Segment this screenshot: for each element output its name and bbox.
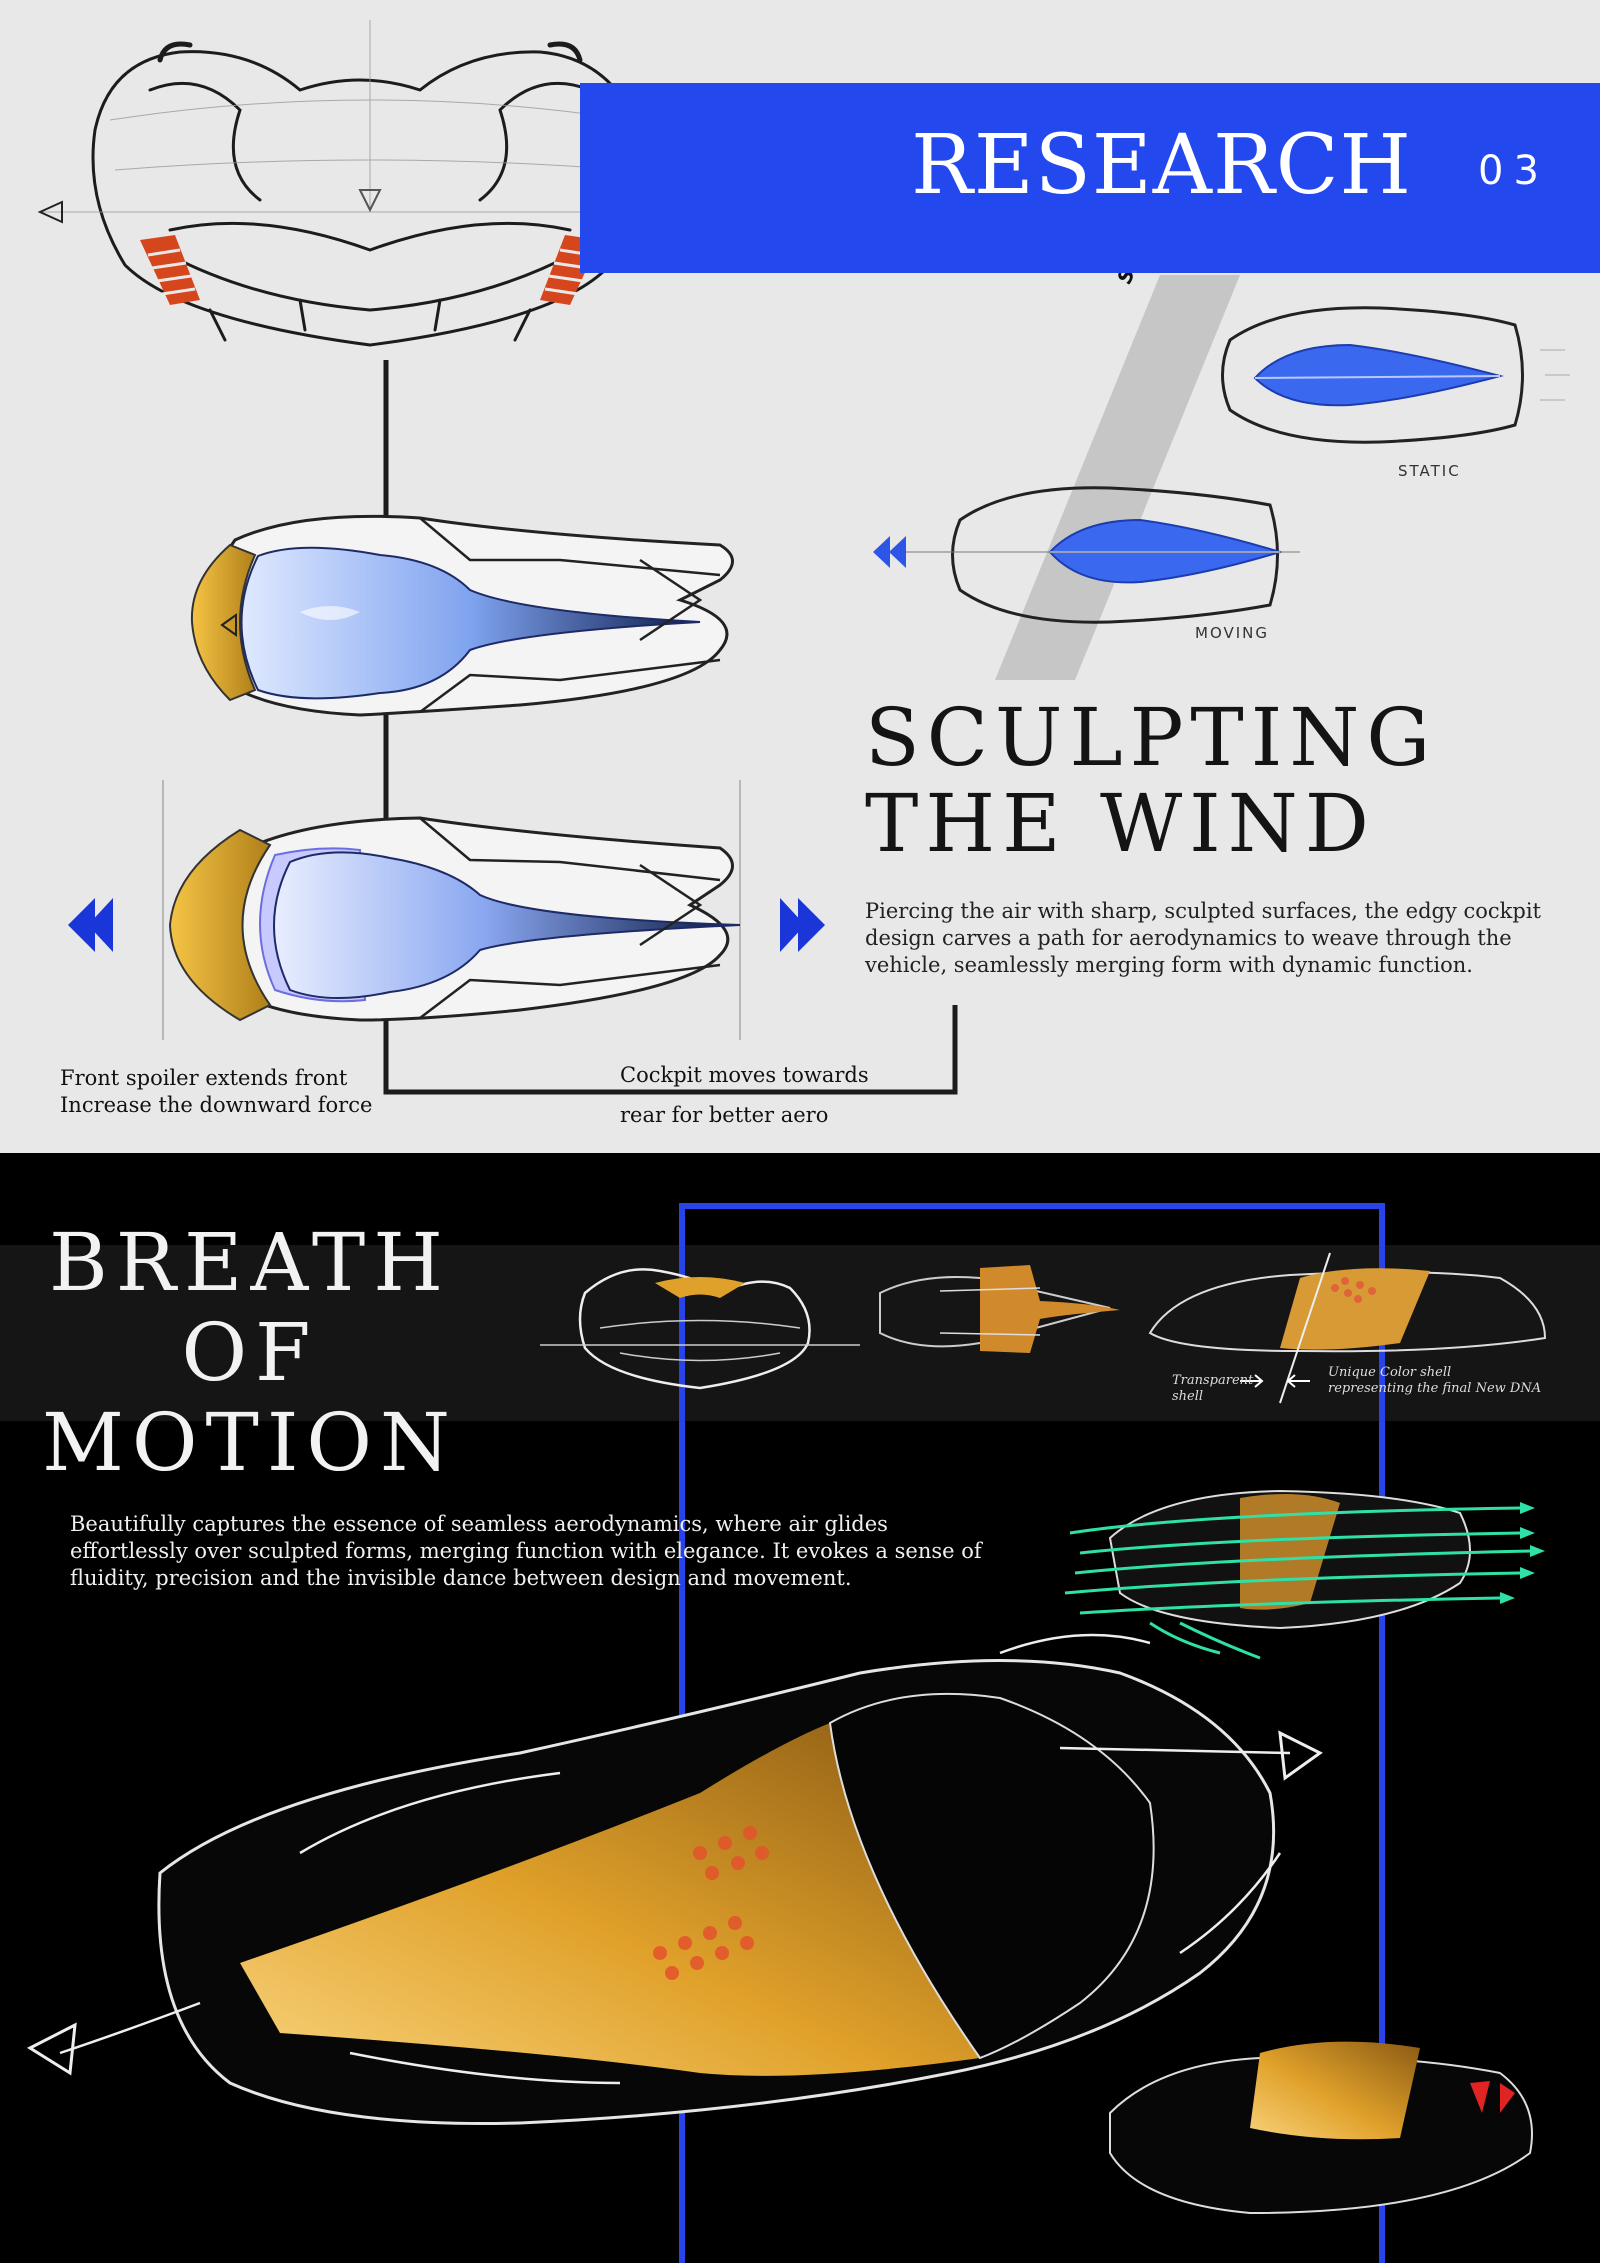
unique-shell-line-2: representing the final New DNA bbox=[1328, 1381, 1542, 1396]
section-number: 03 bbox=[1478, 148, 1549, 194]
moving-label: MOVING bbox=[1195, 624, 1270, 642]
unique-shell-line-1: Unique Color shell bbox=[1328, 1365, 1452, 1380]
airflow-sketch bbox=[1064, 1489, 1545, 1660]
top-view-sketch-1 bbox=[190, 514, 734, 717]
spoiler-note-line-1: Front spoiler extends front bbox=[60, 1066, 348, 1090]
research-panel: START STATIC MOVING RESEARCH 03 SCULPTIN… bbox=[0, 0, 1600, 1153]
fin-thumbnail-sketch bbox=[879, 1265, 1120, 1353]
front-thumbnail-sketch bbox=[540, 1268, 860, 1390]
moving-sketch bbox=[873, 486, 1300, 624]
static-sketch bbox=[1221, 306, 1570, 444]
transparent-shell-line-1: Transparent bbox=[1172, 1373, 1254, 1388]
research-banner bbox=[580, 83, 1600, 273]
spoiler-note-line-2: Increase the downward force bbox=[60, 1093, 373, 1117]
unique-shell-note: Unique Color shell representing the fina… bbox=[1328, 1365, 1541, 1397]
breath-headline-line-1: BREATH bbox=[49, 1216, 451, 1309]
hero-car-sketch bbox=[26, 1633, 1323, 2125]
sculpting-headline: SCULPTING THE WIND bbox=[865, 691, 1438, 870]
static-label: STATIC bbox=[1398, 462, 1461, 480]
breath-headline-line-2: OF bbox=[181, 1306, 319, 1399]
transparent-shell-note: Transparent shell bbox=[1172, 1373, 1253, 1405]
cockpit-note-line-2: rear for better aero bbox=[620, 1103, 829, 1127]
side-thumbnail-sketch bbox=[1148, 1252, 1547, 1404]
breath-panel: Transparent shell Unique Color shell rep… bbox=[0, 1153, 1600, 2263]
cockpit-note-line-1: Cockpit moves towards bbox=[620, 1063, 869, 1087]
transparent-shell-line-2: shell bbox=[1172, 1389, 1204, 1404]
front-view-sketch bbox=[37, 20, 958, 1095]
breath-headline: BREATH OF MOTION bbox=[40, 1218, 460, 1488]
sculpting-description: Piercing the air with sharp, sculpted su… bbox=[865, 899, 1541, 977]
sculpting-headline-line-2: THE WIND bbox=[865, 777, 1376, 870]
sculpting-headline-line-1: SCULPTING bbox=[865, 691, 1438, 784]
research-title: RESEARCH bbox=[911, 118, 1412, 213]
top-view-sketch-2 bbox=[68, 780, 825, 1040]
start-strip bbox=[995, 275, 1240, 680]
breath-description: Beautifully captures the essence of seam… bbox=[70, 1512, 982, 1590]
rear-thumbnail-sketch bbox=[1109, 2041, 1533, 2215]
spoiler-note: Front spoiler extends front Increase the… bbox=[60, 1065, 372, 1119]
breath-headline-line-3: MOTION bbox=[41, 1396, 459, 1489]
cockpit-note: Cockpit moves towards rear for better ae… bbox=[620, 1055, 869, 1135]
